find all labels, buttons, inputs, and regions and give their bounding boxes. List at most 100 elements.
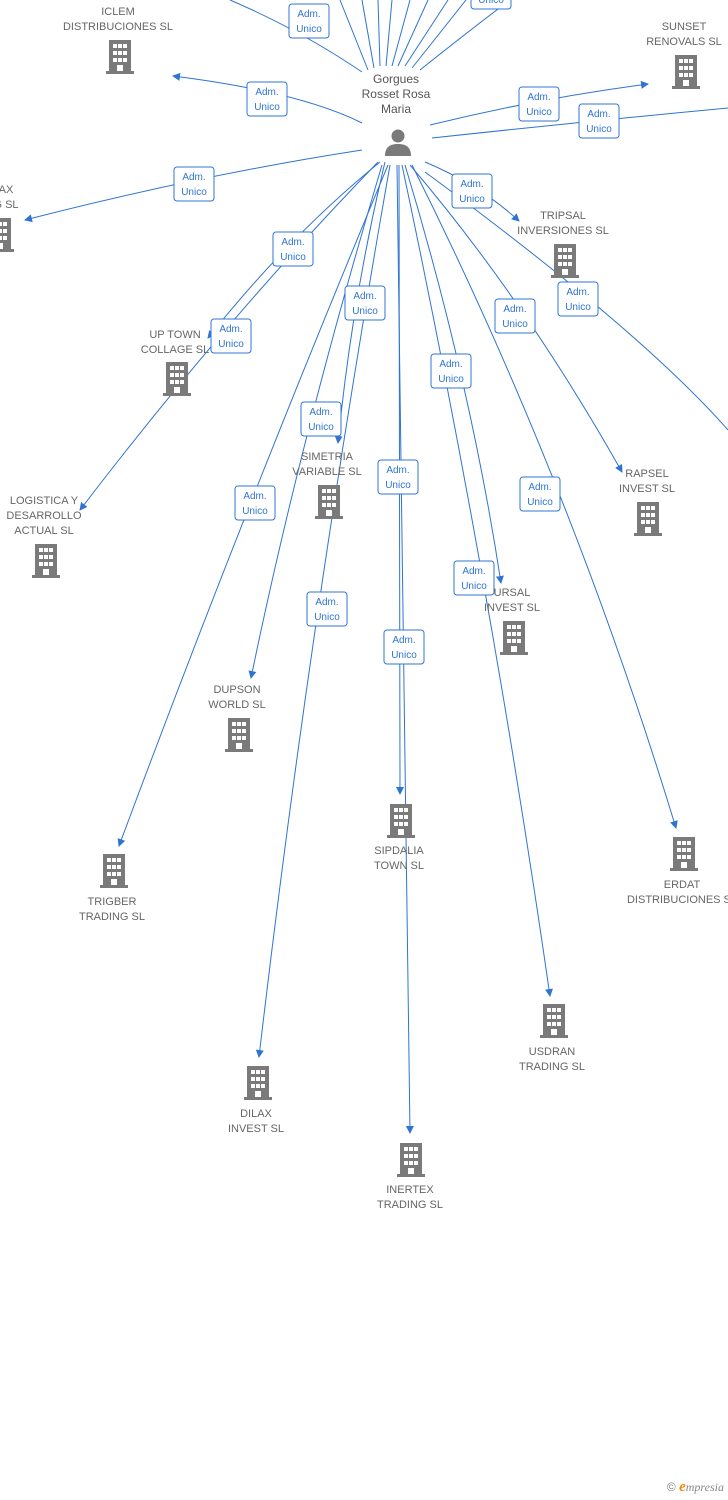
role-badge[interactable]: Adm.Unico	[453, 560, 495, 596]
person-node[interactable]: Gorgues Rosset Rosa Maria	[362, 72, 431, 156]
role-badge[interactable]: Adm.Unico	[234, 485, 276, 521]
company-node-dilax[interactable]: DILAX INVEST SL	[228, 1066, 284, 1135]
role-badge-label: Unico	[385, 480, 411, 491]
company-name-line: AX	[0, 184, 14, 196]
role-badge-label: Adm.	[353, 291, 376, 302]
company-name-line: ACTUAL SL	[14, 525, 74, 537]
role-badge[interactable]: Adm. Unico	[430, 353, 472, 389]
edge-offscreen	[385, 0, 393, 67]
role-badge[interactable]: Adm. Unico	[173, 166, 215, 202]
role-badge-box	[519, 476, 561, 512]
role-badge[interactable]: Adm.Unico	[306, 591, 348, 627]
building-icon	[500, 621, 528, 655]
role-badge[interactable]: Adm. Unico	[272, 231, 314, 267]
company-name-line: TRADING SL	[519, 1061, 585, 1073]
building-icon	[540, 1004, 568, 1038]
company-name-line: G SL	[0, 199, 19, 211]
building-icon	[634, 502, 662, 536]
role-badge-label: Unico	[280, 252, 306, 263]
building-icon	[670, 837, 698, 871]
edge-offscreen	[377, 0, 381, 67]
edge-offscreen	[397, 0, 429, 67]
edge-offscreen	[411, 0, 467, 69]
company-name-line: URSAL	[494, 587, 531, 599]
role-badge[interactable]: Adm. Unico	[288, 3, 330, 39]
company-name-line: RENOVALS SL	[646, 36, 722, 48]
role-badge[interactable]: Adm.Unico	[210, 318, 252, 354]
role-badge-label: Adm.	[460, 179, 483, 190]
role-badge[interactable]: Adm.Unico	[246, 81, 288, 117]
role-badge[interactable]: Adm.Unico	[494, 298, 536, 334]
role-badge-label: Adm.	[386, 465, 409, 476]
company-name-line: INERTEX	[386, 1184, 434, 1196]
role-badge-label: Unico	[586, 124, 612, 135]
role-badge-label: Adm.	[392, 635, 415, 646]
role-badge-label: Adm.	[439, 359, 462, 370]
role-badge-box	[383, 629, 425, 665]
company-node-ax[interactable]: AX G SL	[0, 184, 19, 252]
role-badge-box	[377, 459, 419, 495]
company-node-sunset[interactable]: SUNSET RENOVALS SL	[646, 21, 722, 89]
role-badge[interactable]: Adm. Unico	[377, 459, 419, 495]
role-badge[interactable]: Adm.Unico	[451, 173, 493, 209]
role-badge[interactable]: Adm. Unico	[300, 401, 342, 437]
role-badge-label: Adm.	[587, 109, 610, 120]
company-name-line: INVEST SL	[228, 1123, 284, 1135]
building-icon	[397, 1143, 425, 1177]
role-badge[interactable]: Adm.Unico	[344, 285, 386, 321]
role-badge-box	[306, 591, 348, 627]
role-badge-box	[453, 560, 495, 596]
role-badge-box	[246, 81, 288, 117]
role-badge-label: Adm.	[297, 9, 320, 20]
person-name-line-3: Maria	[381, 102, 411, 116]
role-badge-label: Adm.	[528, 482, 551, 493]
role-badge-label: Adm.	[309, 407, 332, 418]
role-badge[interactable]: Adm.Unico	[470, 0, 512, 10]
role-badge[interactable]: Adm.Unico	[383, 629, 425, 665]
building-icon	[32, 544, 60, 578]
building-icon	[315, 485, 343, 519]
company-name-line: INVEST SL	[619, 483, 675, 495]
role-badge-label: Unico	[308, 422, 334, 433]
role-badge[interactable]: Adm.Unico	[557, 281, 599, 317]
company-name-line: SIMETRIA	[301, 451, 354, 463]
company-name-line: COLLAGE SL	[141, 344, 209, 356]
role-badge-label: Unico	[296, 24, 322, 35]
edge-offscreen	[419, 0, 511, 71]
company-node-usdran[interactable]: USDRAN TRADING SL	[519, 1004, 585, 1073]
company-name-line: WORLD SL	[208, 699, 265, 711]
building-icon	[0, 218, 14, 252]
edge-offscreen	[361, 0, 375, 69]
role-badge-label: Adm.	[182, 172, 205, 183]
copyright-icon: ©	[666, 1480, 676, 1494]
person-name-line-1: Gorgues	[373, 72, 419, 86]
role-badge-label: Adm.	[527, 92, 550, 103]
role-badge-label: Adm.	[219, 324, 242, 335]
role-badge-label: Adm.	[281, 237, 304, 248]
role-badge-box	[210, 318, 252, 354]
role-badge-label: Unico	[502, 319, 528, 330]
role-badge-label: Unico	[181, 187, 207, 198]
company-name-line: DILAX	[240, 1108, 272, 1120]
company-name-line: SUNSET	[662, 21, 707, 33]
building-icon	[672, 55, 700, 89]
building-icon	[551, 244, 579, 278]
role-badge[interactable]: Adm.Unico	[518, 86, 560, 122]
role-badge-label: Unico	[438, 374, 464, 385]
role-badge-box	[578, 103, 620, 139]
role-badge[interactable]: Adm.Unico	[519, 476, 561, 512]
role-badge[interactable]: Adm. Unico	[578, 103, 620, 139]
company-name-line: USDRAN	[529, 1046, 576, 1058]
